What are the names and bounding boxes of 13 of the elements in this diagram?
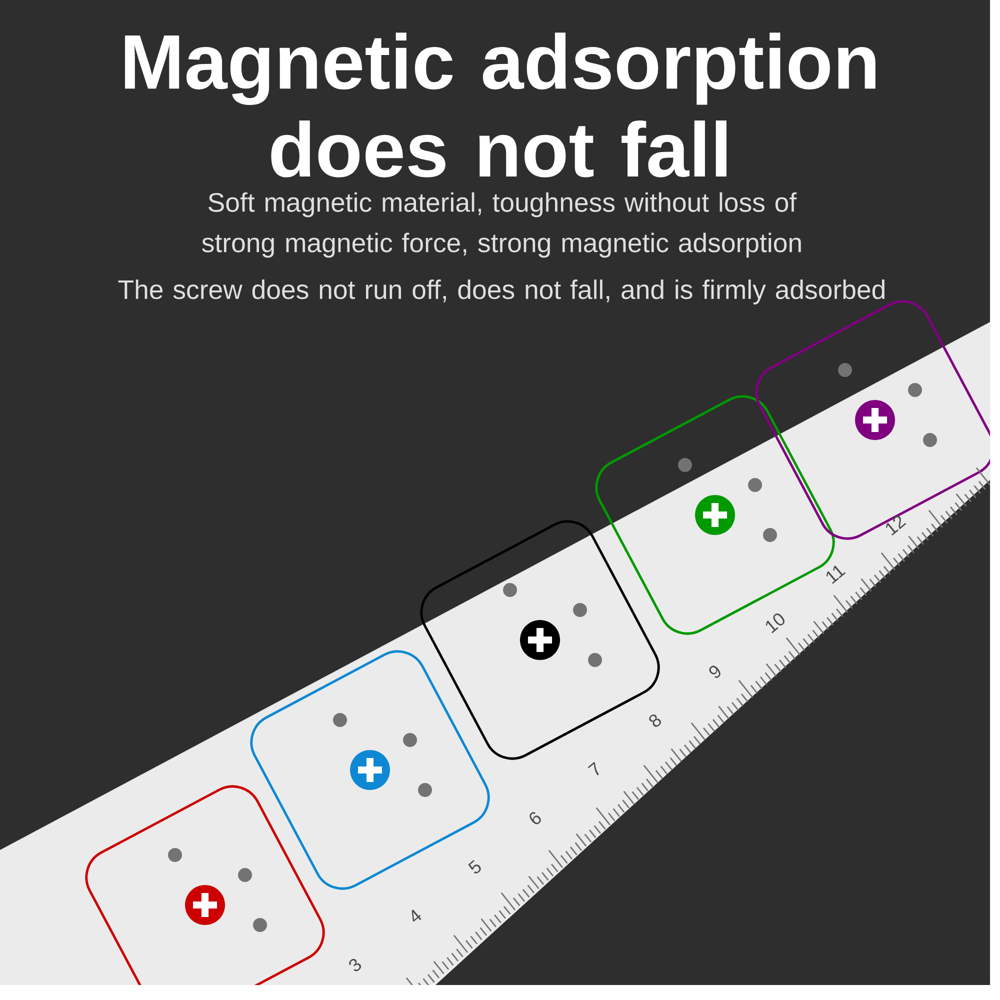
ruler-number: 9 — [709, 666, 720, 678]
ruler-number: 4 — [412, 909, 422, 922]
heading: Magnetic adsorption does not fall — [125, 32, 876, 178]
ruler-number: 11 — [826, 565, 846, 584]
description-text: The screw does not run off, does not fall, and is firmly adsorbed — [118, 280, 884, 304]
ruler-number: 3 — [349, 958, 362, 972]
ruler-number: 12 — [886, 516, 906, 536]
ruler-number: 7 — [588, 762, 599, 776]
ruler-number: 8 — [649, 714, 661, 727]
description-text: Soft magnetic material, toughness without loss of strong magnetic force, strong magnetic adsorption — [202, 192, 801, 258]
ruler-number: 5 — [468, 860, 481, 874]
ruler-number: 10 — [766, 614, 784, 634]
ruler-number: 6 — [530, 812, 541, 824]
